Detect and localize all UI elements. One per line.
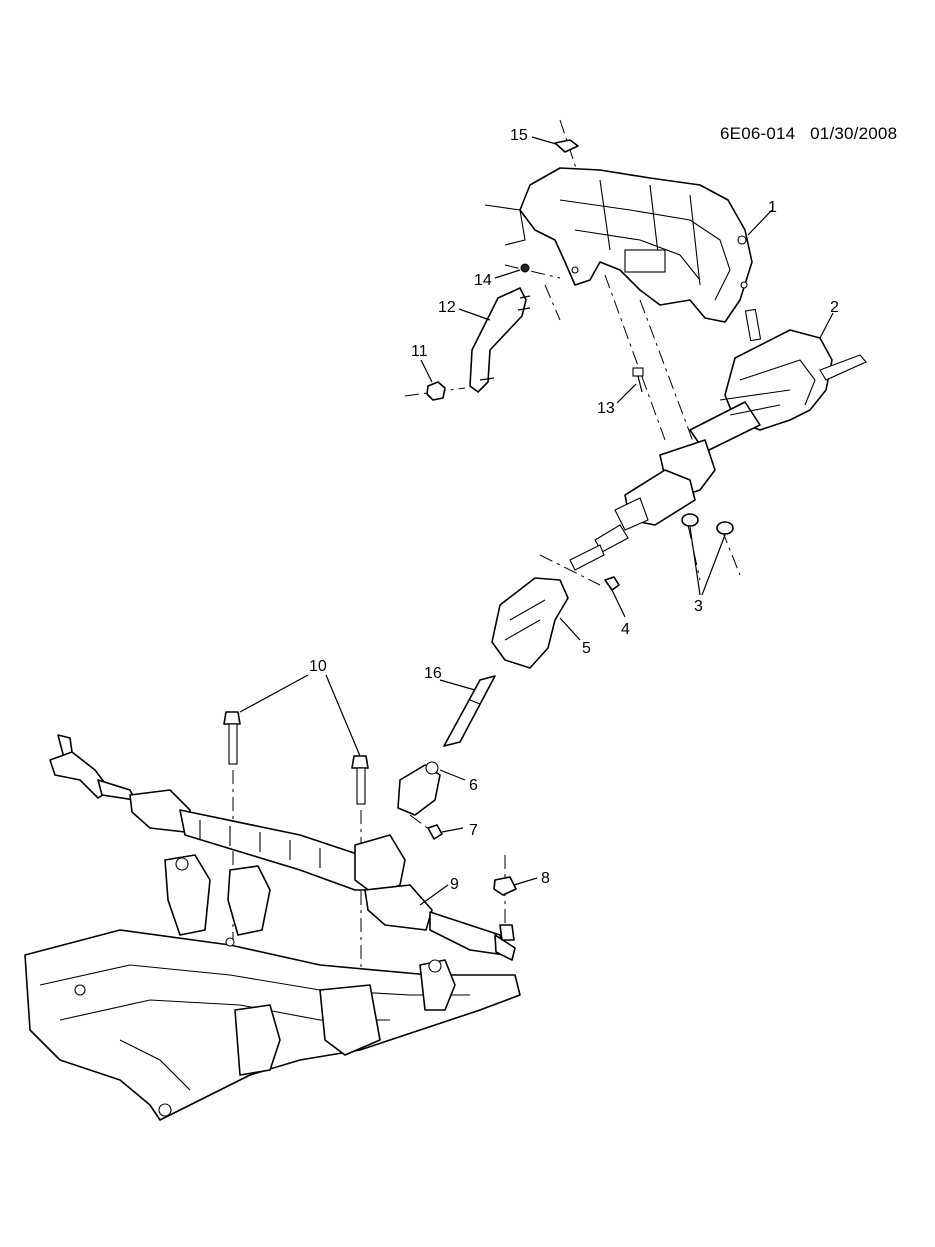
callout-5: 5 <box>582 640 591 657</box>
callout-1: 1 <box>768 199 777 216</box>
callout-12: 12 <box>438 299 456 316</box>
steering-gear-part-9 <box>49 734 516 961</box>
grommet-part-3 <box>681 513 734 535</box>
bolt-part-4 <box>604 576 620 591</box>
brace-part-12 <box>469 287 531 393</box>
callout-8: 8 <box>541 870 550 887</box>
boot-part-5 <box>491 577 569 669</box>
bolt-part-13 <box>632 367 644 393</box>
callout-16: 16 <box>424 665 442 682</box>
steering-column-part-2 <box>569 308 867 571</box>
leader-lines <box>239 136 834 906</box>
diagram-date: 01/30/2008 <box>810 124 898 143</box>
nut-part-8 <box>493 876 517 896</box>
nut-part-11 <box>426 381 446 401</box>
bolt-part-10 <box>223 711 369 805</box>
callout-13: 13 <box>597 400 615 417</box>
callout-9: 9 <box>450 876 459 893</box>
clip-part-15 <box>554 139 579 153</box>
callout-2: 2 <box>830 299 839 316</box>
nut-part-14 <box>520 263 530 273</box>
callout-4: 4 <box>621 621 630 638</box>
diagram-code: 6E06-014 <box>720 124 796 143</box>
callout-14: 14 <box>474 272 492 289</box>
front-subframe <box>24 854 521 1121</box>
callout-labels: 1 2 3 4 5 6 7 8 9 10 11 12 13 14 15 16 <box>309 127 839 893</box>
callout-6: 6 <box>469 777 478 794</box>
callout-7: 7 <box>469 822 478 839</box>
callout-3: 3 <box>694 598 703 615</box>
callout-10: 10 <box>309 658 327 675</box>
intermediate-shaft-part-16 <box>443 675 496 747</box>
bolt-part-7 <box>427 824 443 840</box>
callout-11: 11 <box>411 343 428 360</box>
ip-bracket-part-1 <box>484 167 753 323</box>
callout-15: 15 <box>510 127 528 144</box>
u-joint-part-6 <box>397 761 441 816</box>
diagram-header: 6E06-014 01/30/2008 <box>720 124 897 144</box>
